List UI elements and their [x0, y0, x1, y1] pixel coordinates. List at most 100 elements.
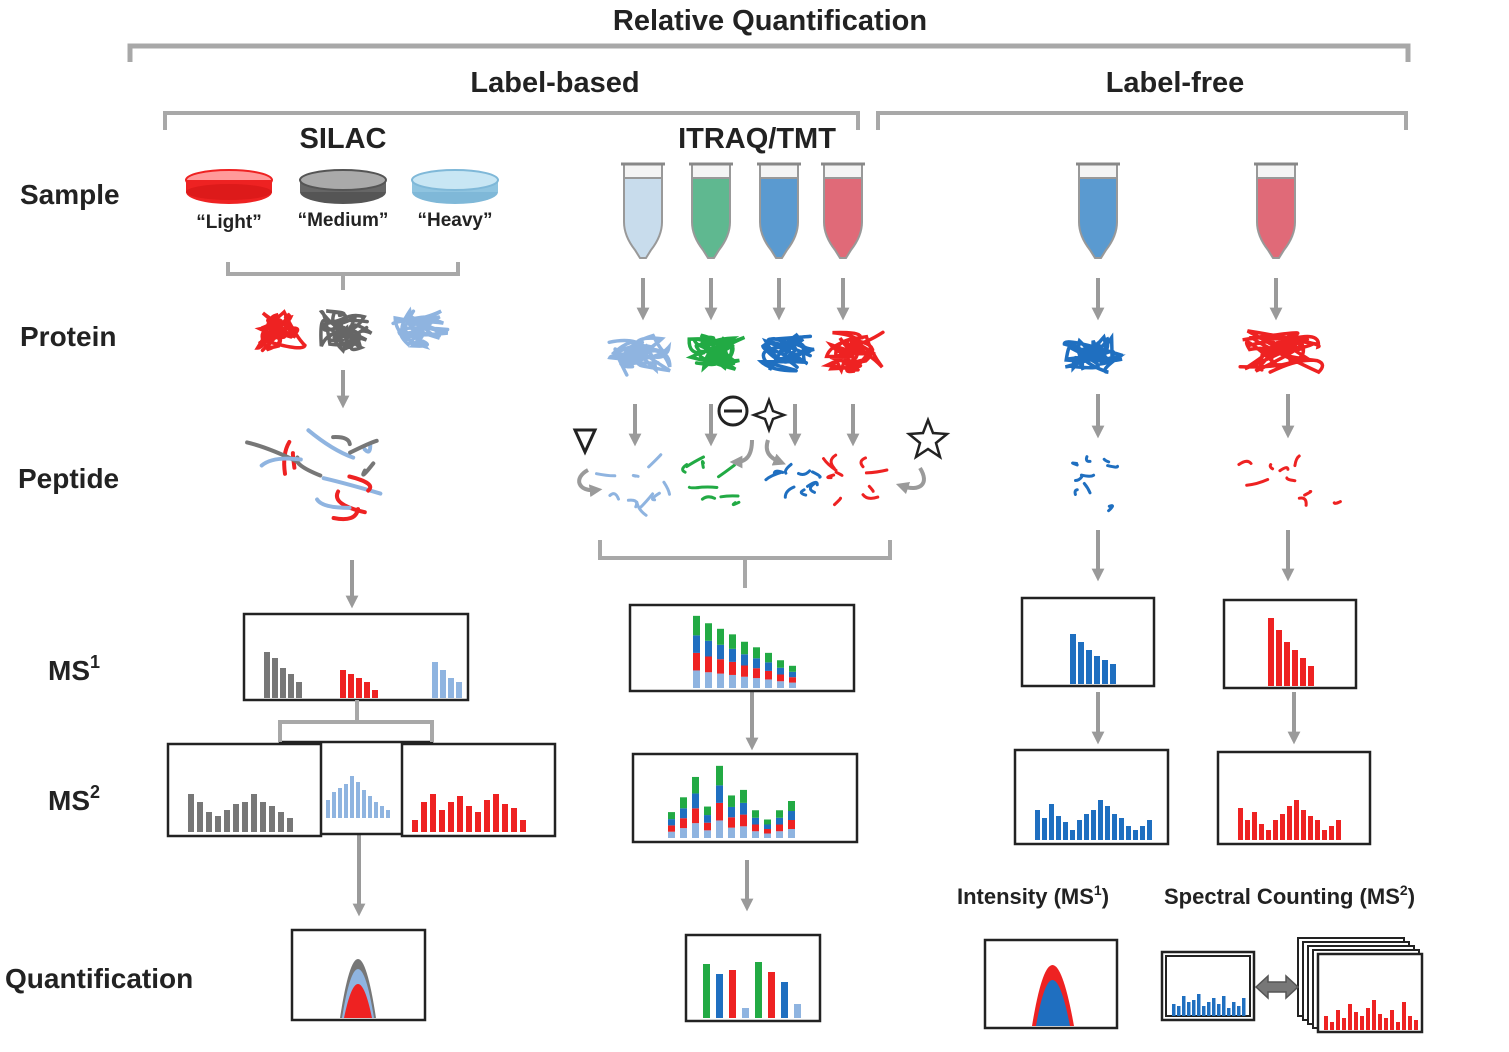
spectrum-bar [668, 831, 675, 838]
spectrum-bar [350, 776, 354, 818]
spectrum-bar [765, 679, 772, 688]
row-label-ms1: MS1 [48, 652, 100, 686]
peptide-icon [764, 462, 822, 499]
spectrum-bar [1354, 1012, 1358, 1030]
spectrum-bar [1070, 634, 1076, 684]
spectrum-bar [776, 824, 783, 832]
itraq-quant-panel [684, 933, 822, 1023]
spectrum-bar [728, 827, 735, 838]
spectrum-bar [269, 806, 275, 832]
spectrum-bar [716, 765, 723, 786]
itraq-ms2-spectrum [631, 752, 859, 844]
spectrum-bar [1133, 830, 1138, 840]
spectrum-bar [502, 804, 508, 832]
tube-icon [757, 162, 801, 259]
spectrum-bar [765, 670, 772, 680]
spectrum-bar [789, 671, 796, 678]
spectrum-bar [692, 808, 699, 824]
tube-icon [821, 162, 865, 259]
spectrum-bar [421, 802, 427, 832]
spectrum-bar [788, 811, 795, 820]
spectrum-bar [777, 667, 784, 675]
spectrum-bar [1056, 816, 1061, 840]
spectrum-bar [372, 690, 378, 698]
spectrum-bar [1384, 1018, 1388, 1030]
spectrum-bar [1112, 814, 1117, 840]
spectrum-bar [693, 615, 700, 636]
spectrum-bar [374, 802, 378, 818]
dish-icon [299, 169, 387, 204]
spectrum-bar [1110, 664, 1116, 684]
spectrum-bar [704, 815, 711, 823]
dish-icon [411, 169, 499, 204]
label-arrow [764, 439, 786, 466]
spectrum-bar [765, 662, 772, 671]
spectrum-bar [260, 802, 266, 832]
spectrum-bar [728, 806, 735, 818]
spectrum-bar [776, 810, 783, 818]
spectrum-bar [1259, 824, 1264, 840]
spectrum-bar [717, 644, 724, 660]
quant-bar [729, 970, 736, 1018]
double-arrow-icon [1254, 974, 1300, 1000]
tube-icon [621, 162, 665, 259]
protein-icon [1238, 329, 1325, 375]
spectrum-bar [1070, 830, 1075, 840]
spectrum-bar [1197, 994, 1201, 1016]
spectrum-bar [456, 682, 462, 698]
spectrum-bar [668, 819, 675, 826]
spectrum-bar [380, 806, 384, 818]
row-label-quantification: Quantification [5, 963, 193, 994]
spectrum-bar [789, 665, 796, 672]
sparkle-icon [750, 396, 788, 434]
spectrum-bar [520, 820, 526, 832]
spectrum-bar [788, 820, 795, 829]
spectrum-bar [368, 796, 372, 818]
spectrum-bar [1284, 642, 1290, 686]
spectrum-bar [356, 782, 360, 818]
spectrum-bar [364, 682, 370, 698]
quant-bar [794, 1004, 801, 1018]
itraq-heading: ITRAQ/TMT [678, 123, 836, 155]
quant-bar [768, 972, 775, 1018]
spectrum-bar [251, 794, 257, 832]
spectrum-bar [765, 652, 772, 663]
spectrum-bar [440, 670, 446, 698]
spectrum-bar [704, 830, 711, 838]
intensity-caption: Intensity (MS1) [957, 882, 1109, 909]
row-label-protein: Protein [20, 321, 116, 352]
quant-bar [716, 974, 723, 1018]
spectrum-bar [466, 806, 472, 832]
labelfree-ms2-blue [1013, 748, 1170, 846]
spectrum-bar [206, 812, 212, 832]
spectrum-bar [1315, 820, 1320, 840]
tube-icon [1254, 162, 1298, 259]
spectrum-bar [680, 808, 687, 819]
spectrum-bar [728, 817, 735, 828]
spectrum-bar [1192, 1000, 1196, 1016]
spectrum-bar [1287, 806, 1292, 840]
spectrum-bar [1232, 1002, 1236, 1016]
row-label-sample: Sample [20, 179, 120, 210]
spectrum-bar [1324, 1016, 1328, 1030]
spectrum-bar [272, 658, 278, 698]
spectrum-bar [1342, 1018, 1346, 1030]
spectrum-bar [1301, 810, 1306, 840]
spectrum-bar [680, 797, 687, 809]
spectrum-bar [717, 673, 724, 688]
itraq-merge-bracket [598, 540, 892, 588]
spectrum-bar [1105, 806, 1110, 840]
spectrum-bar [668, 825, 675, 832]
spectrum-bar [1348, 1004, 1352, 1030]
spectrum-bar [776, 831, 783, 838]
protein-icon [318, 309, 373, 354]
spectrum-bar [348, 674, 354, 698]
tube-icon [689, 162, 733, 259]
intensity-quant-panel [983, 938, 1119, 1030]
label-free-heading: Label-free [1106, 67, 1245, 99]
spectrum-bar [1336, 820, 1341, 840]
spectrum-bar [1237, 1006, 1241, 1016]
minus-circle-icon [717, 395, 749, 427]
spectral-caption: Spectral Counting (MS2) [1164, 882, 1415, 909]
spectrum-bar [1207, 1002, 1211, 1016]
